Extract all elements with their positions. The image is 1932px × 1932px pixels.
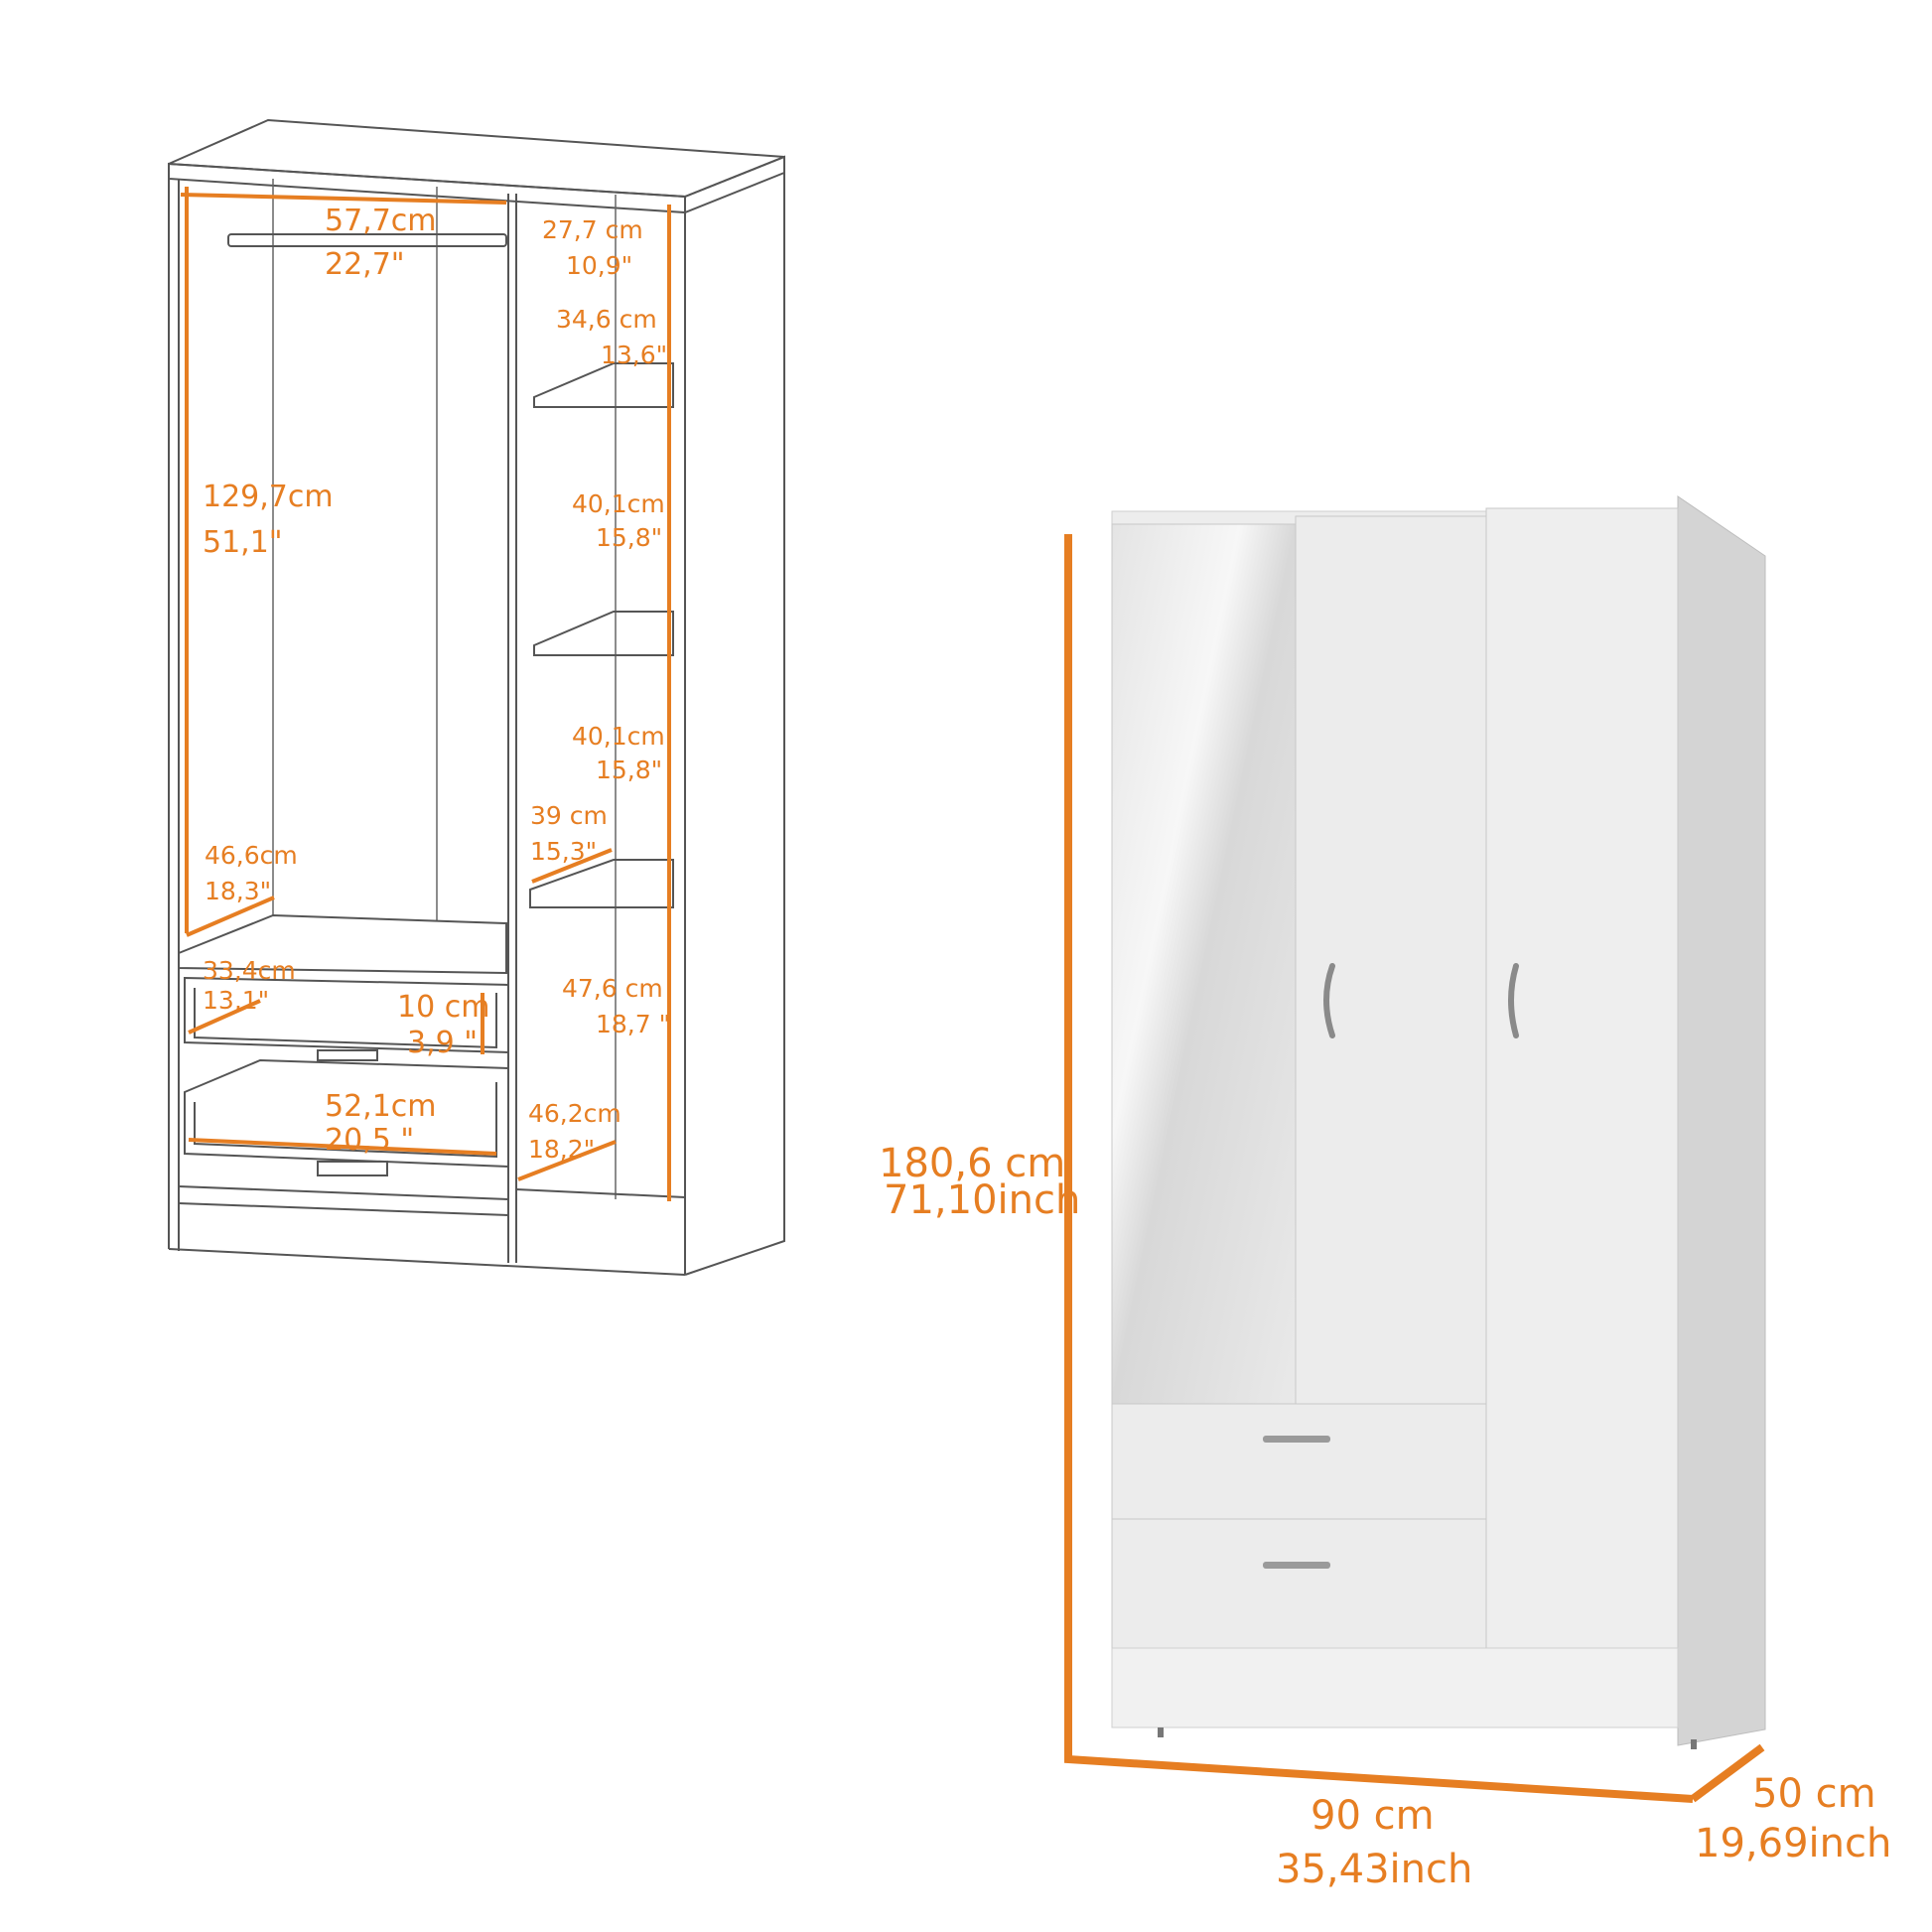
interior-line-drawing: 57,7cm 22,7" 27,7 cm 10,9" 34,6 cm 13,6"…: [168, 118, 785, 1276]
label-hanging-width-in: 22,7": [325, 247, 405, 282]
label-hanging-depth-cm: 46,6cm: [205, 841, 298, 870]
label-shelf3-in: 15,8": [596, 756, 662, 784]
hanging-rod: [227, 233, 507, 247]
exterior-rendering: 180,6 cm 71,10inch 90 cm 35,43inch 50 cm…: [879, 495, 1891, 1892]
label-drawer-depth-in: 13,1": [203, 986, 269, 1015]
drawer-1-box: [184, 976, 509, 1054]
foot-left: [1158, 1727, 1164, 1737]
dim-total-depth: [1690, 1743, 1765, 1803]
label-depth-in: 19,69inch: [1695, 1821, 1891, 1866]
label-shelf1-in: 13,6": [601, 341, 667, 369]
hanging-floor: [178, 913, 507, 975]
label-shelf1-cm: 34,6 cm: [556, 305, 657, 334]
drawer-2-pull: [1263, 1562, 1330, 1569]
dim-hanging-depth: [186, 896, 275, 937]
drawer-2-inner: [194, 1082, 497, 1159]
label-shelf2-in: 15,8": [596, 523, 662, 552]
dim-drawer-width: [188, 1138, 497, 1156]
label-hanging-width-cm: 57,7cm: [325, 204, 437, 238]
right-door-handle: [1508, 963, 1519, 1038]
label-shelf2-cm: 40,1cm: [572, 489, 665, 518]
label-shelf-depth-cm: 39 cm: [530, 801, 608, 830]
label-depth-cm: 50 cm: [1752, 1771, 1876, 1817]
middle-door: [1295, 515, 1487, 1405]
label-bottom-shelf-cm: 47,6 cm: [562, 974, 663, 1003]
dim-shelf-depth: [531, 848, 613, 884]
middle-door-handle: [1323, 963, 1335, 1038]
label-drawer-height-in: 3,9 ": [407, 1026, 478, 1060]
label-shelf-depth-in: 15,3": [530, 837, 597, 866]
label-hanging-depth-in: 18,3": [205, 877, 271, 905]
label-top-shelf-in: 10,9": [566, 251, 632, 280]
foot-right: [1691, 1739, 1697, 1749]
dim-hanging-width: [180, 193, 507, 205]
shelf-3: [529, 859, 674, 908]
base-shelf: [178, 1185, 509, 1200]
label-bottom-depth-cm: 46,2cm: [528, 1099, 621, 1128]
dim-total-height-width: [1064, 534, 1694, 1803]
label-width-cm: 90 cm: [1311, 1793, 1435, 1839]
shelf-2: [533, 611, 674, 656]
label-drawer-depth-cm: 33,4cm: [203, 956, 296, 985]
shelf-1: [533, 362, 674, 408]
label-drawer-width-in: 20,5 ": [325, 1123, 414, 1158]
drawer-1-pull: [1263, 1436, 1330, 1443]
label-drawer-height-cm: 10 cm: [397, 990, 489, 1025]
cabinet-right-depth: [684, 173, 785, 1276]
cabinet-top-side: [684, 155, 785, 214]
label-hanging-height-in: 51,1": [203, 525, 283, 560]
wardrobe-side-panel: [1677, 495, 1766, 1746]
label-top-shelf-cm: 27,7 cm: [542, 215, 643, 244]
wardrobe-plinth: [1111, 1647, 1679, 1728]
right-base-shelf: [515, 1188, 686, 1198]
drawer-2-box: [184, 1058, 509, 1169]
label-height-in: 71,10inch: [884, 1177, 1080, 1223]
label-hanging-height-cm: 129,7cm: [203, 480, 334, 514]
label-width-in: 35,43inch: [1276, 1847, 1472, 1892]
label-drawer-width-cm: 52,1cm: [325, 1089, 437, 1124]
drawer-2-handle: [317, 1161, 388, 1176]
label-shelf3-cm: 40,1cm: [572, 722, 665, 751]
drawer-1-inner: [194, 988, 497, 1049]
mirror-door: [1111, 523, 1297, 1405]
base-kick: [178, 1202, 509, 1216]
cabinet-base-line: [168, 1248, 686, 1276]
drawer-1-handle: [317, 1049, 378, 1061]
label-bottom-depth-in: 18,2": [528, 1135, 595, 1164]
drawer-1: [1111, 1403, 1487, 1520]
label-height-cm: 180,6 cm: [879, 1141, 1065, 1186]
label-bottom-shelf-in: 18,7 ": [596, 1010, 670, 1038]
drawer-2: [1111, 1518, 1487, 1649]
right-door: [1485, 507, 1679, 1728]
dim-bottom-depth: [517, 1140, 617, 1181]
dim-drawer-depth: [188, 999, 261, 1035]
